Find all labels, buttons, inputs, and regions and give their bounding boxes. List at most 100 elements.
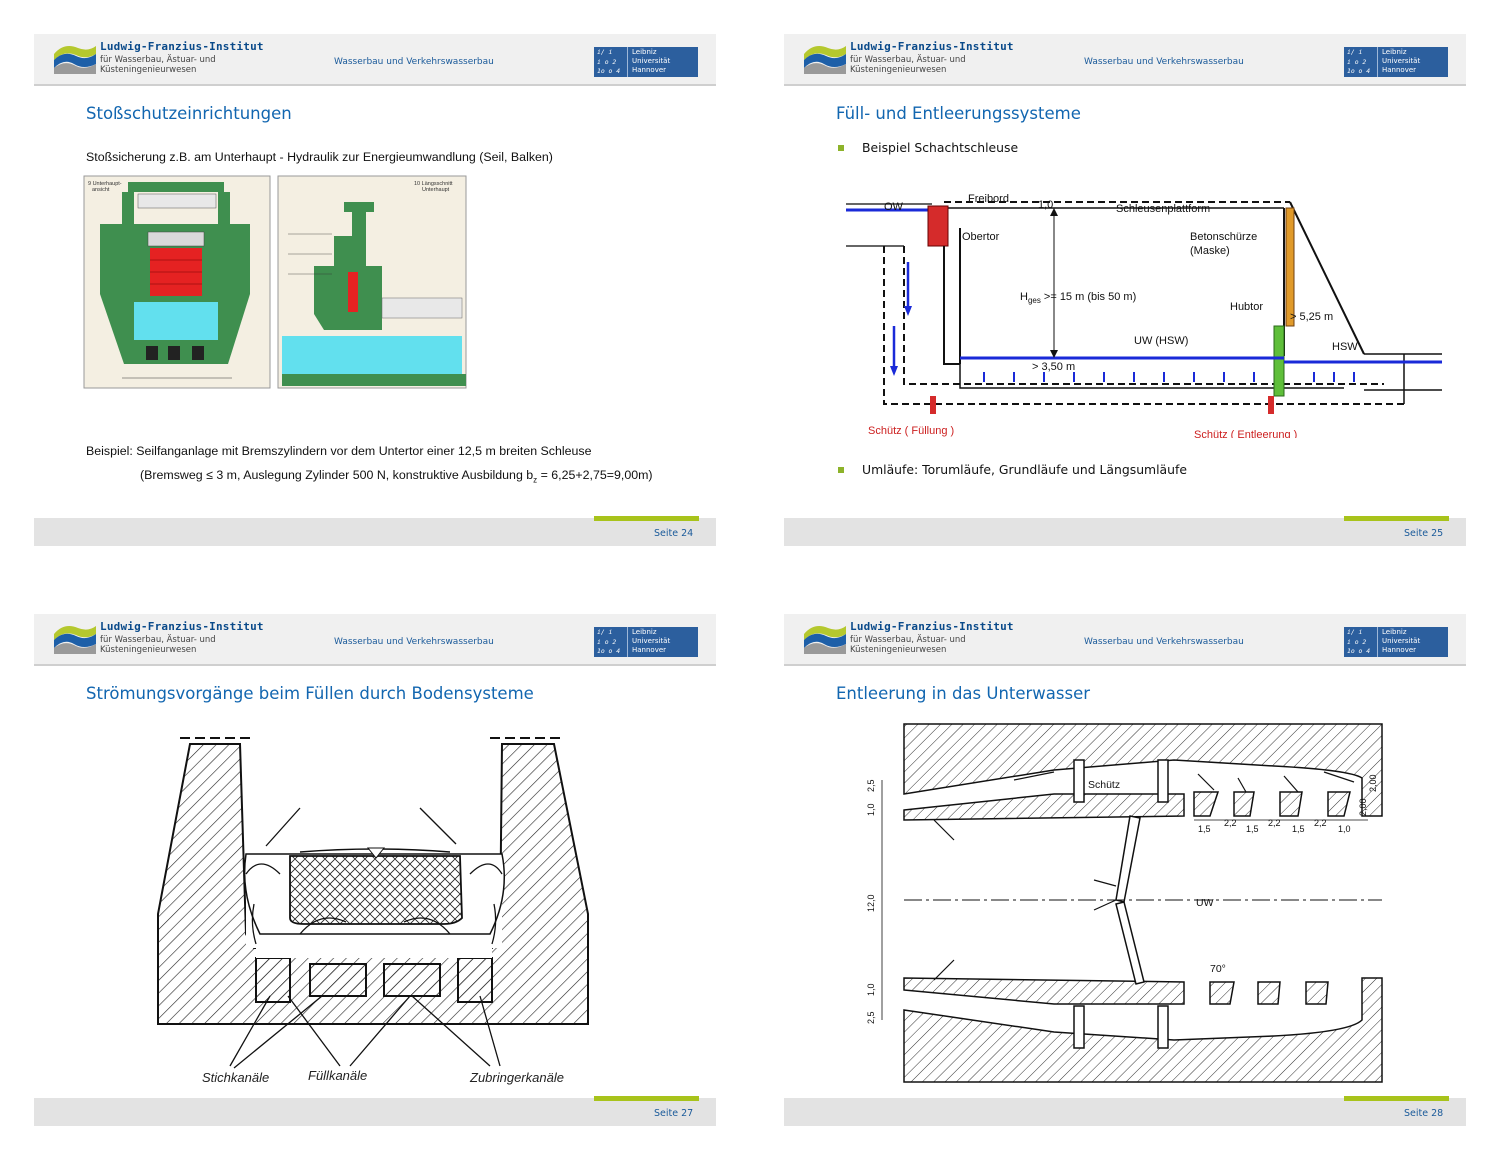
- lfi-logo-icon: [804, 46, 846, 74]
- dim-25-bottom: 2,5: [866, 1011, 876, 1024]
- label-freibord-value: 1,0: [1038, 199, 1053, 211]
- slide-header: Ludwig-Franzius-Institut für Wasserbau, …: [34, 614, 716, 666]
- label-zubringerkanaele: Zubringerkanäle: [469, 1070, 564, 1085]
- bullet-item: Beispiel Schachtschleuse: [838, 140, 1018, 155]
- slide-footer: Seite 25: [784, 516, 1466, 546]
- label-stichkanaele: Stichkanäle: [202, 1070, 269, 1085]
- label-uw-hsw: UW (HSW): [1134, 335, 1188, 347]
- institute-name: Ludwig-Franzius-Institut: [100, 40, 264, 53]
- department-name: Wasserbau und Verkehrswasserbau: [334, 57, 494, 67]
- footer-accent: [1344, 1096, 1449, 1101]
- dim-200-b: 2,00: [1368, 774, 1378, 792]
- luh-mark-icon: i/ i i o 2 1o o 4: [1344, 627, 1378, 657]
- page-number: Seite 25: [1404, 528, 1444, 539]
- dim-15-a: 1,5: [1198, 824, 1211, 834]
- label-hubtor: Hubtor: [1230, 301, 1263, 313]
- luh-mark-icon: i/ i i o 2 1o o 4: [1344, 47, 1378, 77]
- department-name: Wasserbau und Verkehrswasserbau: [1084, 57, 1244, 67]
- shaft-lock-diagram: Freibord 1,0 Schleusenplattform OW Obert…: [846, 193, 1442, 438]
- label-schuerze: Betonschürze: [1190, 231, 1257, 243]
- page-number: Seite 27: [654, 1108, 694, 1119]
- label-hsw: HSW: [1332, 341, 1358, 353]
- dim-22-a: 2,2: [1224, 818, 1237, 828]
- label-fuellkanaele: Füllkanäle: [308, 1068, 367, 1083]
- label-schuetz: Schütz: [1088, 779, 1120, 791]
- slide-27: Ludwig-Franzius-Institut für Wasserbau, …: [34, 614, 716, 1126]
- institute-name: Ludwig-Franzius-Institut: [100, 620, 264, 633]
- slide-footer: Seite 27: [34, 1096, 716, 1126]
- bullet-icon: [838, 144, 844, 151]
- dim-15-b: 1,5: [1246, 824, 1259, 834]
- slide-title: Entleerung in das Unterwasser: [836, 684, 1091, 703]
- department-name: Wasserbau und Verkehrswasserbau: [334, 637, 494, 647]
- dim-10-bottom: 1,0: [866, 983, 876, 996]
- label-angle: 70°: [1210, 963, 1226, 975]
- detail-text: (Bremsweg ≤ 3 m, Auslegung Zylinder 500 …: [140, 468, 653, 485]
- slide-title: Stoßschutzeinrichtungen: [86, 104, 292, 123]
- luh-mark-icon: i/ i i o 2 1o o 4: [594, 627, 628, 657]
- slide-header: Ludwig-Franzius-Institut für Wasserbau, …: [34, 34, 716, 86]
- label-hges: Hges >= 15 m (bis 50 m): [1020, 291, 1136, 305]
- dim-25-top: 2,5: [866, 779, 876, 792]
- slide-title: Füll- und Entleerungssysteme: [836, 104, 1081, 123]
- dim-10-right: 1,0: [1338, 824, 1351, 834]
- dim-15-c: 1,5: [1292, 824, 1305, 834]
- label-obertor: Obertor: [962, 231, 1000, 243]
- slide-footer: Seite 24: [34, 516, 716, 546]
- floor-filling-diagram: Stichkanäle Füllkanäle Zubringerkanäle: [157, 737, 589, 1085]
- dim-10-top: 1,0: [866, 803, 876, 816]
- footer-accent: [594, 516, 699, 521]
- page-number: Seite 28: [1404, 1108, 1444, 1119]
- example-text: Beispiel: Seilfanganlage mit Bremszylind…: [86, 444, 592, 458]
- label-350m: > 3,50 m: [1032, 361, 1075, 373]
- footer-accent: [594, 1096, 699, 1101]
- footer-accent: [1344, 516, 1449, 521]
- department-name: Wasserbau und Verkehrswasserbau: [1084, 637, 1244, 647]
- label-ow: OW: [884, 201, 904, 213]
- dim-200-a: 2,00: [1358, 798, 1368, 816]
- label-maske: (Maske): [1190, 245, 1230, 257]
- label-525m: > 5,25 m: [1290, 311, 1333, 323]
- dim-22-c: 2,2: [1314, 818, 1327, 828]
- dim-22-b: 2,2: [1268, 818, 1281, 828]
- slide-header: Ludwig-Franzius-Institut für Wasserbau, …: [784, 614, 1466, 666]
- lfi-logo-icon: [804, 626, 846, 654]
- slide-24: Ludwig-Franzius-Institut für Wasserbau, …: [34, 34, 716, 546]
- lfi-logo-icon: [54, 46, 96, 74]
- slide-title: Strömungsvorgänge beim Füllen durch Bode…: [86, 684, 534, 703]
- luh-mark-icon: i/ i i o 2 1o o 4: [594, 47, 628, 77]
- slide-25: Ludwig-Franzius-Institut für Wasserbau, …: [784, 34, 1466, 546]
- label-schuetz-fuellung: Schütz ( Füllung ): [868, 425, 954, 437]
- slide-footer: Seite 28: [784, 1096, 1466, 1126]
- label-plattform: Schleusenplattform: [1116, 203, 1210, 215]
- label-freibord: Freibord: [968, 193, 1009, 205]
- intro-text: Stoßsicherung z.B. am Unterhaupt - Hydra…: [86, 150, 553, 164]
- institute-name: Ludwig-Franzius-Institut: [850, 620, 1014, 633]
- page-number: Seite 24: [654, 528, 694, 539]
- label-schuetz-entleerung: Schütz ( Entleerung ): [1194, 429, 1297, 438]
- slide-28: Ludwig-Franzius-Institut für Wasserbau, …: [784, 614, 1466, 1126]
- slide-header: Ludwig-Franzius-Institut für Wasserbau, …: [784, 34, 1466, 86]
- downstream-emptying-diagram: Schütz UW 70° 2,5 1,0 12,0 1,0 2,5 2,00 …: [866, 723, 1383, 1083]
- bullet-icon: [838, 466, 844, 473]
- institute-name: Ludwig-Franzius-Institut: [850, 40, 1014, 53]
- lfi-logo-icon: [54, 626, 96, 654]
- dim-120: 12,0: [866, 894, 876, 912]
- label-uw: UW: [1196, 897, 1214, 909]
- figure-label-left: 9 Unterhaupt-ansicht: [88, 181, 122, 193]
- bullet-item: Umläufe: Torumläufe, Grundläufe und Läng…: [838, 462, 1187, 477]
